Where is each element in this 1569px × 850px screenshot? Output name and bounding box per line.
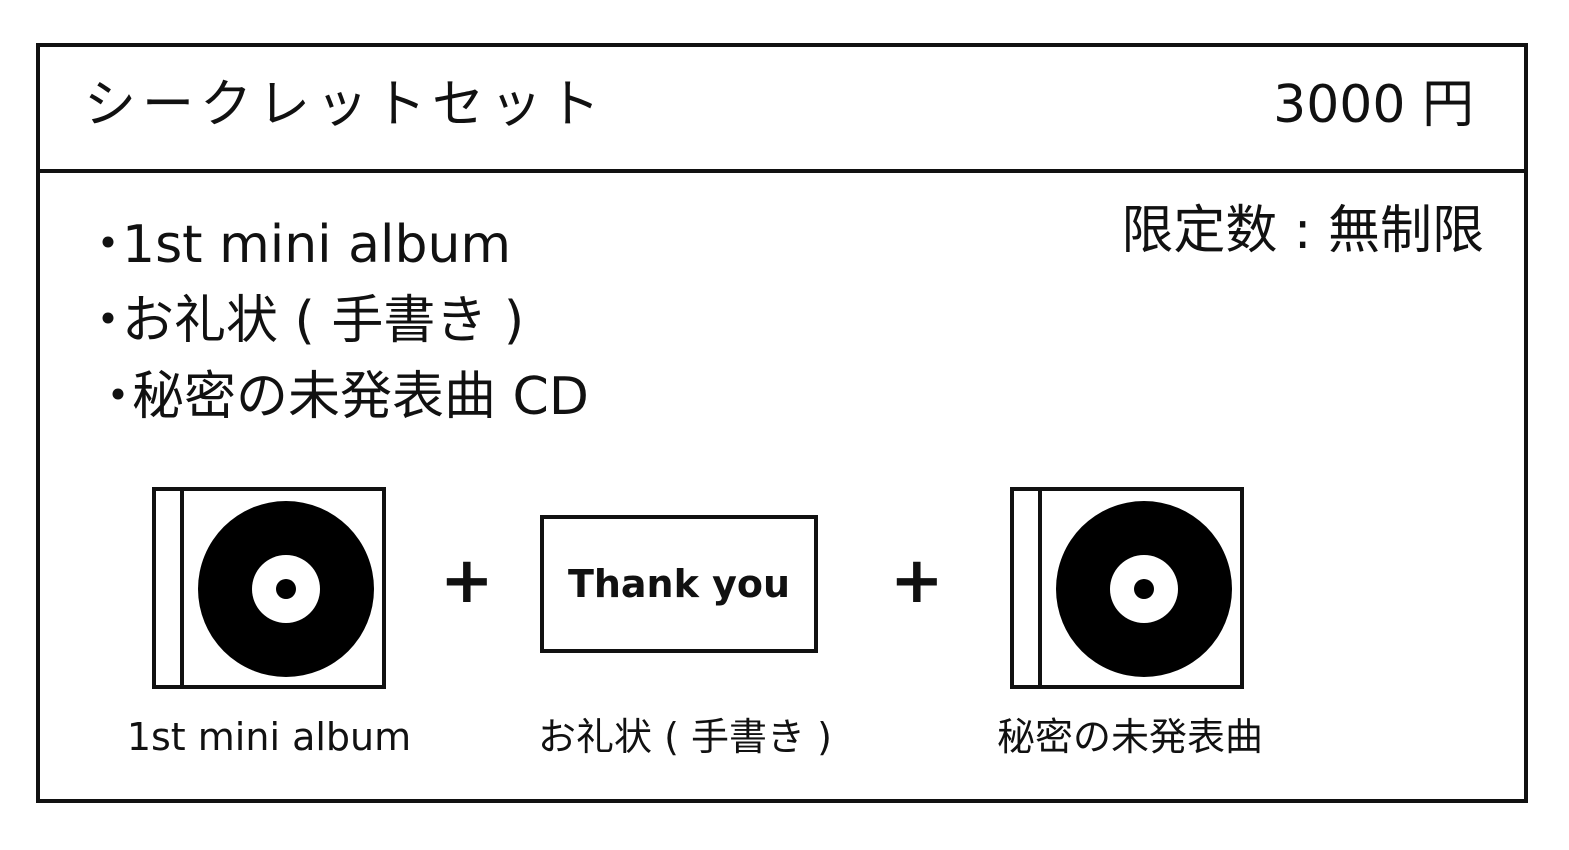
list-item: ・1st mini album — [82, 207, 589, 283]
list-item: ・お礼状 ( 手書き ) — [82, 283, 589, 359]
plus-icon: + — [440, 544, 494, 618]
cd-case-icon — [152, 487, 386, 689]
list-item-label: 秘密の未発表曲 CD — [132, 367, 589, 427]
limit-quantity: 限定数 : 無制限 — [1121, 201, 1484, 261]
set-price: 3000 円 — [1273, 75, 1474, 135]
disc-icon — [1056, 501, 1232, 677]
caption-album: 1st mini album — [126, 715, 412, 759]
list-item-label: お礼状 ( 手書き ) — [122, 291, 525, 351]
list-item: ・秘密の未発表曲 CD — [82, 359, 589, 435]
bullet: ・ — [82, 215, 135, 275]
bullet: ・ — [82, 291, 135, 351]
card-header: シークレットセット 3000 円 — [40, 47, 1524, 173]
set-title: シークレットセット — [84, 75, 607, 135]
list-item-label: 1st mini album — [122, 215, 512, 275]
thank-you-card-icon: Thank you — [540, 515, 818, 653]
bullet: ・ — [92, 367, 145, 427]
contents-list: ・1st mini album ・お礼状 ( 手書き ) ・秘密の未発表曲 CD — [82, 207, 589, 435]
plus-icon: + — [890, 544, 944, 618]
contents-illustration: 1st mini album + Thank you お礼状 ( 手書き ) +… — [40, 485, 1532, 775]
caption-letter: お礼状 ( 手書き ) — [538, 715, 832, 759]
disc-icon — [198, 501, 374, 677]
cd-case-icon — [1010, 487, 1244, 689]
caption-unreleased: 秘密の未発表曲 — [996, 715, 1263, 759]
product-card: シークレットセット 3000 円 限定数 : 無制限 ・1st mini alb… — [36, 43, 1528, 803]
